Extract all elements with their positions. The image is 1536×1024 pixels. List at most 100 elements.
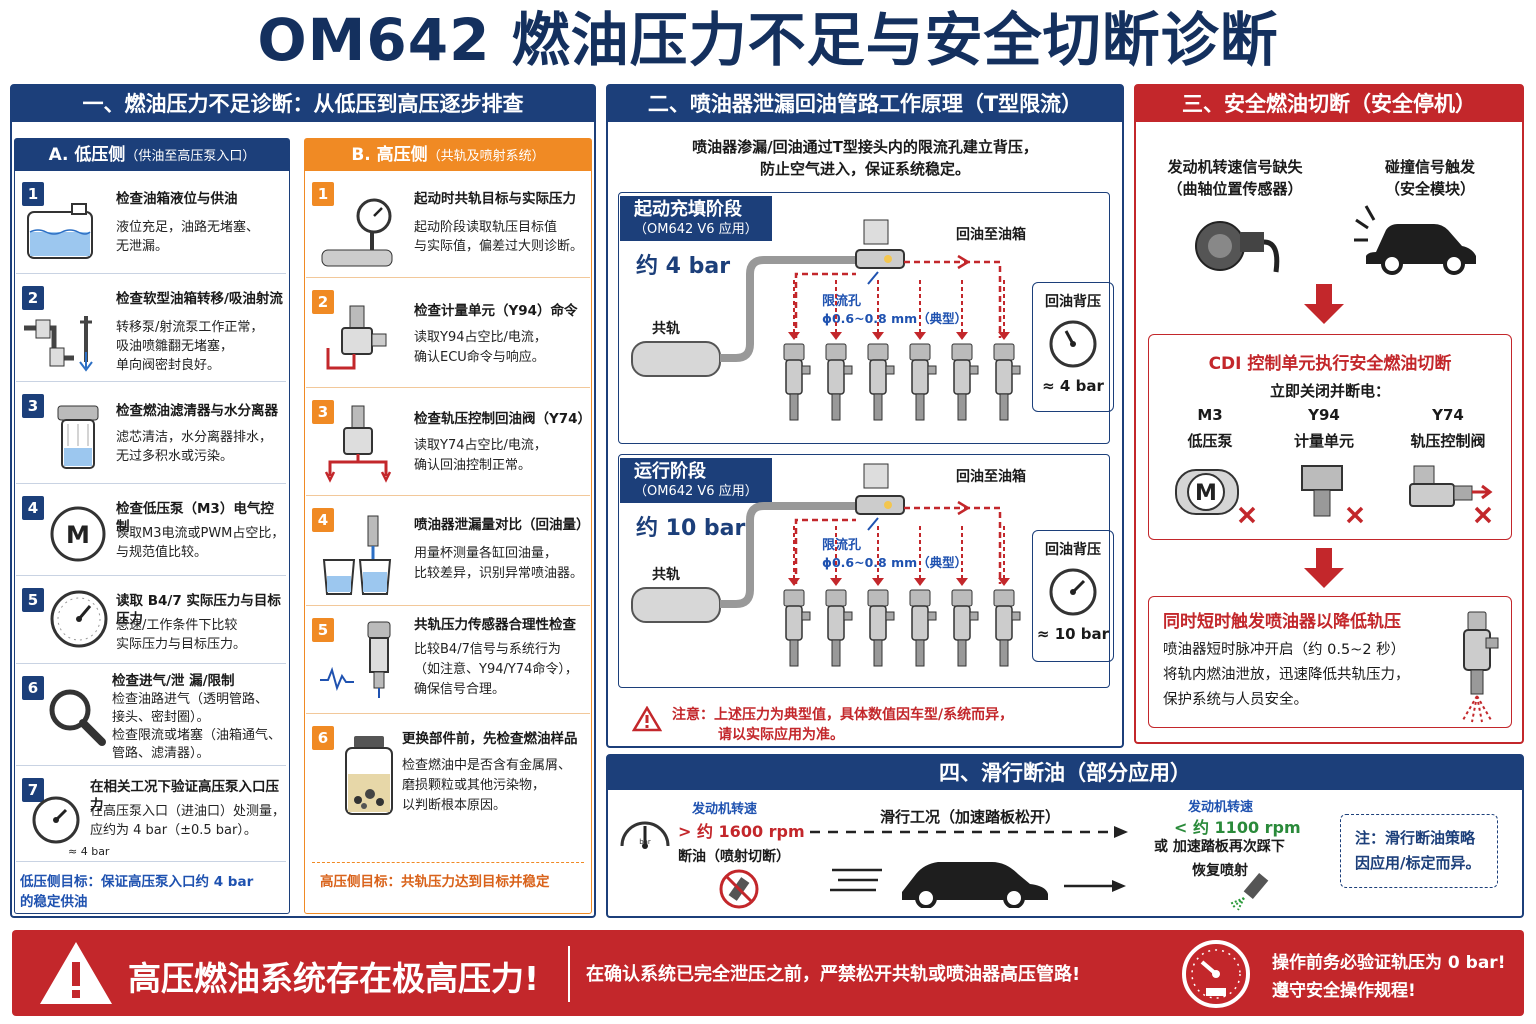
svg-text:M: M xyxy=(1195,481,1217,506)
step-desc-2: 实际压力与目标压力。 xyxy=(116,637,247,652)
magnifier-icon xyxy=(49,689,106,746)
zero-pressure-gauge-icon xyxy=(1182,940,1250,1008)
step-desc-4: 管路、滤清器）。 xyxy=(112,746,210,761)
injector-resume-icon xyxy=(1229,872,1269,911)
low-step-7: 7 ≈ 4 bar 在相关工况下验证高压泵入口压力 在高压泵入口（进油口）处测量… xyxy=(16,770,286,862)
high-step-6: 6 更换部件前，先检查燃油样品 检查燃油中是否含有金属屑、 磨损颗粒或其他污染物… xyxy=(306,718,590,844)
warning-triangle-icon xyxy=(632,706,662,732)
injector-icon xyxy=(909,280,937,421)
low-step-4: 4 M 检查低压泵（M3）电气控制 读取M3电流或PWM占空比， 与规范值比较。 xyxy=(16,488,286,576)
step-number: 4 xyxy=(22,496,44,520)
step-title: 起动时共轨目标与实际压力 xyxy=(414,191,576,207)
footer-warn-right-2: 遵守安全操作规程! xyxy=(1272,981,1416,1001)
step-desc-1: 在高压泵入口（进油口）处测量， xyxy=(90,804,286,819)
step-number: 4 xyxy=(312,508,334,532)
back-pressure-value: ≈ 4 bar xyxy=(1042,377,1104,395)
pressure-gauge-icon xyxy=(50,590,108,648)
injector-icon xyxy=(867,280,895,421)
step-desc-3: 以判断根本原因。 xyxy=(402,798,507,813)
step-title: 检查轨压控制回油阀（Y74） xyxy=(414,411,592,427)
warning-triangle-icon xyxy=(40,942,112,1004)
injector-spray-icon xyxy=(1462,611,1499,723)
step-title: 更换部件前，先检查燃油样品 xyxy=(402,731,578,747)
low-side-header-note: （供油至高压泵入口） xyxy=(125,149,256,164)
phase-name: 运行阶段 xyxy=(634,461,706,482)
step-number: 3 xyxy=(312,400,334,424)
high-side-header-note: （共轨及喷射系统） xyxy=(427,149,545,164)
arrow-down-icon xyxy=(1304,284,1344,324)
part-y74-code: Y74 xyxy=(1432,406,1464,424)
dashed-arrow xyxy=(810,826,1128,838)
high-side-goal: 高压侧目标：共轨压力达到目标并稳定 xyxy=(320,874,550,890)
metering-unit-off-icon xyxy=(1301,465,1364,524)
step-desc-1: 液位充足，油路无堵塞、 xyxy=(116,220,260,235)
overrun-note-box: 注：滑行断油策略 因应用/标定而异。 xyxy=(1340,814,1498,888)
phase-pressure-start: 约 4 bar xyxy=(636,254,731,279)
low-side-header: A. 低压侧（供油至高压泵入口） xyxy=(15,139,289,171)
injector-icon xyxy=(783,280,811,421)
phase-name: 起动充填阶段 xyxy=(634,199,742,220)
measuring-cup-icon xyxy=(322,515,392,595)
back-pressure-box: 回油背压 ≈ 10 bar xyxy=(1032,530,1114,662)
fuel-tank-icon xyxy=(27,203,93,259)
step-desc-3: 单向阀密封良好。 xyxy=(116,358,221,373)
high-step-5: 5 共轨压力传感器合理性检查 比较B4/7信号与系统行为 （如注意、Y94/Y7… xyxy=(306,610,590,714)
high-side-column: B. 高压侧（共轨及喷射系统） xyxy=(304,138,592,914)
step-number: 6 xyxy=(312,726,334,750)
injector-icon xyxy=(909,526,937,667)
coasting-car-icon xyxy=(830,862,1126,908)
cutoff-action: 断油（喷射切断） xyxy=(678,849,790,865)
resume-condition: 或 加速踏板再次踩下 xyxy=(1154,839,1285,855)
rpm-low-label: 发动机转速 xyxy=(1188,800,1254,815)
overrun-note-1: 注：滑行断油策略 xyxy=(1355,829,1476,847)
overrun-note-2: 因应用/标定而异。 xyxy=(1355,854,1481,872)
crank-sensor-icon xyxy=(1195,221,1280,273)
low-step-5: 5 读取 B4/7 实际压力与目标压力 怠速/工作条件下比较 实际压力与目标压力… xyxy=(16,580,286,664)
step-title: 共轨压力传感器合理性检查 xyxy=(414,617,576,633)
step-number: 5 xyxy=(22,588,44,612)
return-line-diagram-run xyxy=(631,463,1021,667)
back-pressure-title: 回油背压 xyxy=(1045,294,1101,310)
phase-title-run: 运行阶段 （OM642 V6 应用） xyxy=(620,458,772,503)
resume-action: 恢复喷射 xyxy=(1192,863,1248,879)
orifice-label: 限流孔 xyxy=(822,538,862,553)
no-injection-icon xyxy=(719,869,759,909)
low-side-column: A. 低压侧（供油至高压泵入口） xyxy=(14,138,290,914)
phase-model: （OM642 V6 应用） xyxy=(634,222,758,237)
injector-icon xyxy=(825,280,853,421)
low-side-goal-2: 的稳定供油 xyxy=(20,894,88,910)
step-desc-2: 吸油喷雛翻无堵塞， xyxy=(116,339,234,354)
motor-m-icon: M xyxy=(50,506,106,562)
small-gauge-icon xyxy=(32,796,80,844)
inj-pulse-title: 同时短时触发喷油器以降低轨压 xyxy=(1163,612,1401,632)
transfer-pump-icon xyxy=(24,316,93,372)
motor-m-off-icon: M xyxy=(1175,469,1256,524)
fuel-sample-jar-icon xyxy=(345,736,393,815)
trigger-crash-1: 碰撞信号触发 xyxy=(1384,158,1475,176)
section-2-note-2: 请以实际应用为准。 xyxy=(718,727,844,743)
section-overrun-cutoff: 四、滑行断油（部分应用） xyxy=(606,754,1524,918)
step-title: 检查进气/泄 漏/限制 xyxy=(112,673,235,689)
rail-label: 共轨 xyxy=(652,567,680,583)
step-desc-2: 无泄漏。 xyxy=(116,239,169,254)
part-m3-name: 低压泵 xyxy=(1187,432,1233,450)
part-m3-code: M3 xyxy=(1197,406,1223,424)
step-desc-2: 与规范值比较。 xyxy=(116,545,208,560)
orifice-label: 限流孔 xyxy=(822,294,862,309)
rpm-low-value: < 约 1100 rpm xyxy=(1174,818,1301,837)
step-desc-1: 检查油路进气（透明管路、 xyxy=(112,692,269,707)
inj-pulse-desc-2: 将轨内燃油泄放，迅速降低共轨压力， xyxy=(1163,667,1410,683)
return-line-diagram-start xyxy=(631,219,1021,421)
inj-pulse-desc-3: 保护系统与人员安全。 xyxy=(1163,692,1308,708)
svg-text:M: M xyxy=(66,521,90,549)
injector-icon xyxy=(951,280,979,421)
step-title: 检查软型油箱转移/吸油射流 xyxy=(116,291,283,307)
back-pressure-box: 回油背压 ≈ 4 bar xyxy=(1032,282,1114,412)
part-y94-name: 计量单元 xyxy=(1293,432,1354,450)
step-desc-2: 确认回油控制正常。 xyxy=(414,458,532,473)
low-step-6: 6 检查进气/泄 漏/限制 检查油路进气（透明管路、 接头、密封圈）。 检查限流… xyxy=(16,668,286,766)
coast-condition: 滑行工况（加速踏板松开） xyxy=(880,808,1061,826)
high-side-header: B. 高压侧（共轨及喷射系统） xyxy=(305,139,591,171)
step-desc-2: 比较差异，识别异常喷油器。 xyxy=(414,566,584,581)
return-label: 回油至油箱 xyxy=(956,469,1026,485)
